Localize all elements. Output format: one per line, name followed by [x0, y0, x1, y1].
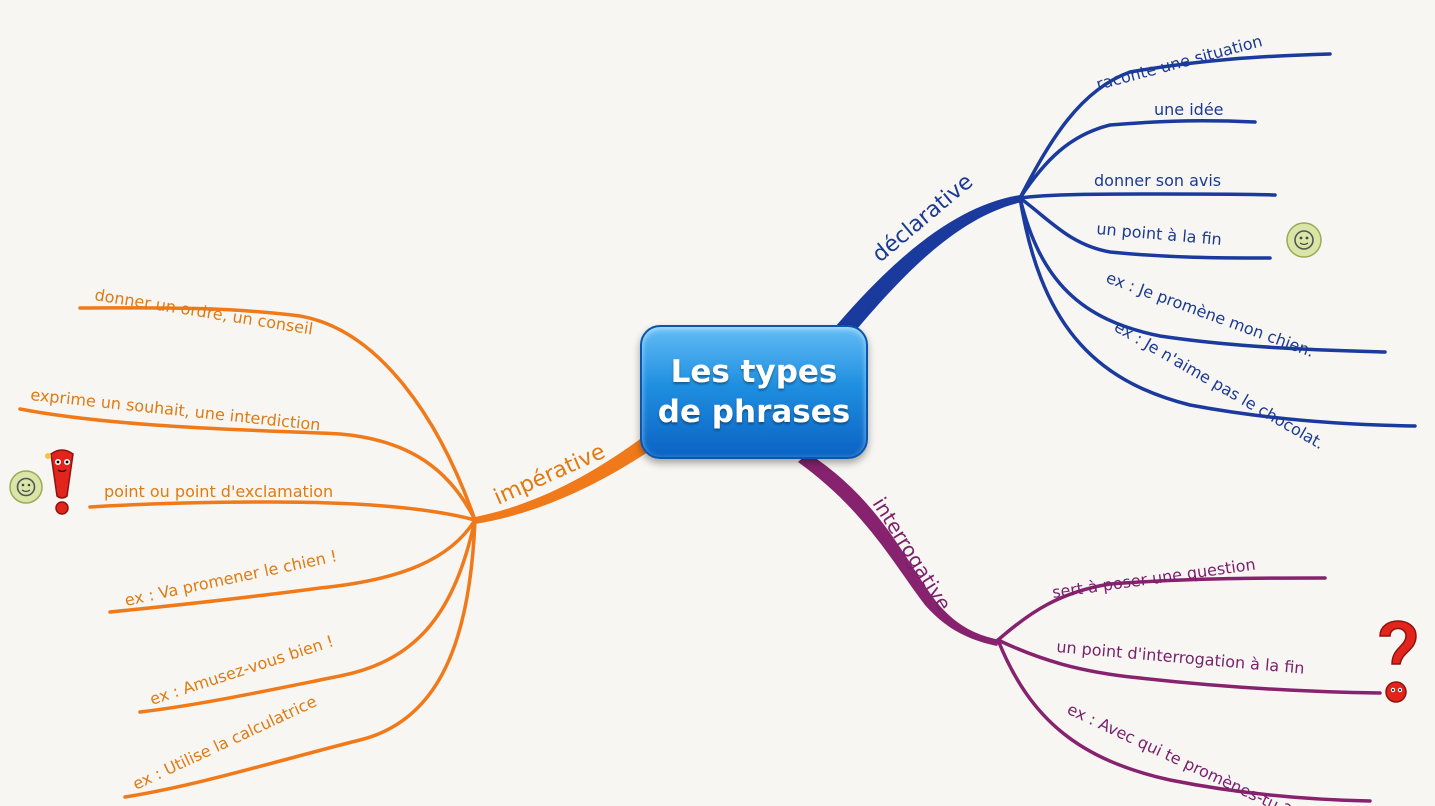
branch-label-interrogative: interrogative: [868, 493, 957, 615]
imperative-sub-branches: [18, 306, 477, 799]
question-mark-mascot-icon: [1379, 620, 1417, 703]
imperative-item: point ou point d'exclamation: [104, 482, 333, 501]
declarative-item: une idée: [1154, 100, 1224, 119]
branch-imperative-main: [470, 428, 660, 524]
branch-interrogative-main: [798, 453, 1000, 646]
exclamation-mark-mascot-icon: [45, 449, 74, 515]
central-topic: Les types de phrases: [640, 325, 868, 459]
smiley-badge-icon: [1286, 222, 1322, 258]
smiley-badge-icon: [9, 470, 43, 504]
interrogative-item: ex : Avec qui te promènes-tu ?: [1064, 699, 1294, 806]
declarative-item: raconte une situation: [1094, 31, 1264, 94]
declarative-item: un point à la fin: [1096, 219, 1223, 249]
interrogative-sub-branches: [996, 576, 1382, 803]
declarative-item: donner son avis: [1094, 171, 1221, 190]
imperative-item: donner un ordre, un conseil: [93, 285, 314, 338]
central-topic-line1: Les types: [670, 354, 838, 390]
branch-declarative-main: [830, 195, 1022, 340]
declarative-sub-branches: [1018, 52, 1417, 428]
central-topic-line2: de phrases: [657, 394, 851, 430]
